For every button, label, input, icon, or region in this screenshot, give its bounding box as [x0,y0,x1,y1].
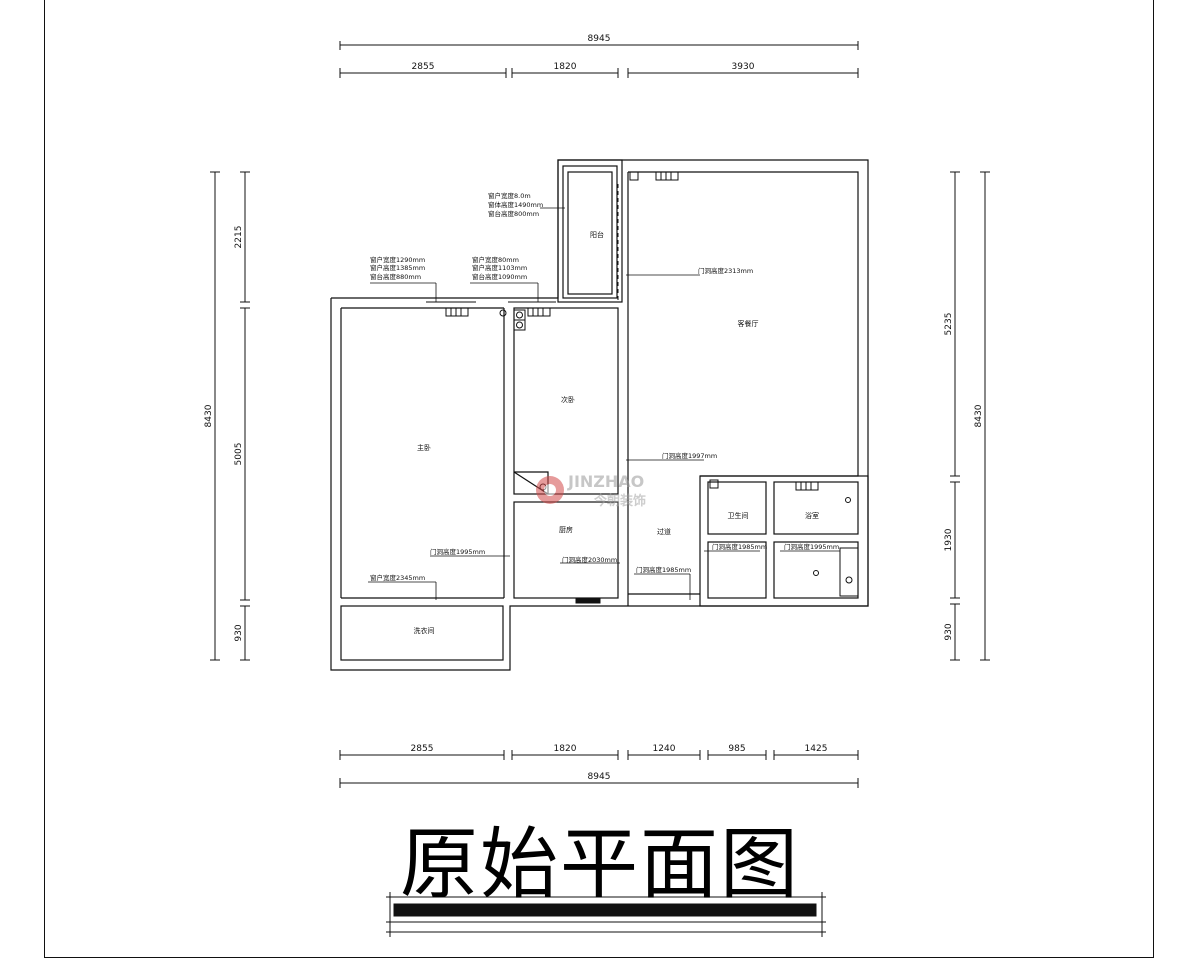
top-segment-1: 2855 [412,62,435,72]
room-second-bedroom: 次卧 [561,395,575,404]
room-toilet: 卫生间 [728,511,749,520]
room-living: 客餐厅 [738,319,759,328]
top-total-label: 8945 [588,34,611,44]
door-openings [380,184,629,607]
second-bedroom-window-note-2: 窗户高度1103mm [472,263,527,272]
right-segment-3: 930 [944,623,954,640]
drawing-frame [44,0,1154,958]
bedroom-window-note-2: 窗户高度1385mm [370,263,425,272]
right-total-label: 8430 [974,404,984,427]
left-segment-3: 930 [234,624,244,641]
bottom-segment-1: 2855 [411,744,434,754]
room-bathroom: 浴室 [805,511,819,520]
left-total-label: 8430 [204,404,214,427]
room-labels: 阳台 客餐厅 次卧 主卧 厨房 过道 卫生间 浴室 洗衣间 [414,230,820,635]
logo-text-cn: 今朝装饰 [594,494,647,509]
living-door-note: 门洞高度1997mm [662,451,717,460]
bath-door-note: 门洞高度1995mm [784,542,839,551]
title-underline [386,892,826,937]
right-segment-1: 5235 [944,313,954,336]
drawing-title: 原始平面图 [399,820,800,910]
room-master-bedroom: 主卧 [417,443,431,452]
room-laundry: 洗衣间 [414,626,435,635]
bottom-segment-3: 1240 [653,744,676,754]
pipes [499,171,859,597]
living-opening-note: 门洞高度2313mm [698,266,753,275]
bedroom-window-note-3: 窗台高度880mm [370,272,421,281]
balcony-note-1: 窗户宽度8.0m [488,191,531,200]
bottom-segment-5: 1425 [805,744,828,754]
bottom-segment-2: 1820 [554,744,577,754]
room-hallway: 过道 [657,527,671,536]
balcony-note-2: 窗体高度1490mm [488,200,543,209]
right-dimension-lines [950,171,990,661]
bottom-total-label: 8945 [588,772,611,782]
top-segment-2: 1820 [554,62,577,72]
annotation-labels: 窗户宽度8.0m 窗体高度1490mm 窗台高度800mm 窗户宽度1290mm… [370,191,839,582]
bottom-dimension-lines [339,750,859,788]
room-kitchen: 厨房 [559,525,573,534]
left-segment-1: 2215 [234,226,244,249]
room-balcony: 阳台 [590,230,604,239]
left-dimension-lines [210,171,250,661]
dimension-labels: 8945 2855 1820 3930 2855 1820 1240 985 1… [204,34,984,782]
second-bedroom-window-note-1: 窗户宽度80mm [472,255,519,264]
bottom-segment-4: 985 [728,744,745,754]
hall-door-note: 门洞高度1985mm [636,565,691,574]
radiators [426,171,819,491]
balcony-note-3: 窗台高度800mm [488,209,539,218]
bedroom-door-note: 门洞高度1995mm [430,547,485,556]
leader-lines [368,207,840,600]
bedroom-window-bottom-note: 窗户宽度2345mm [370,573,425,582]
right-segment-2: 1930 [944,528,954,551]
top-segment-3: 3930 [732,62,755,72]
bedroom-window-note-1: 窗户宽度1290mm [370,255,425,264]
toilet-door-note: 门洞高度1985mm [712,542,767,551]
second-bedroom-window-note-3: 窗台高度1090mm [472,272,527,281]
company-watermark: JINZHAO 今朝装饰 [536,470,706,510]
left-segment-2: 5005 [234,443,244,466]
top-dimension-lines [339,41,859,78]
logo-mark-icon [536,476,564,504]
kitchen-door-note: 门洞高度2030mm [562,555,617,564]
logo-text-en: JINZHAO [568,472,645,491]
